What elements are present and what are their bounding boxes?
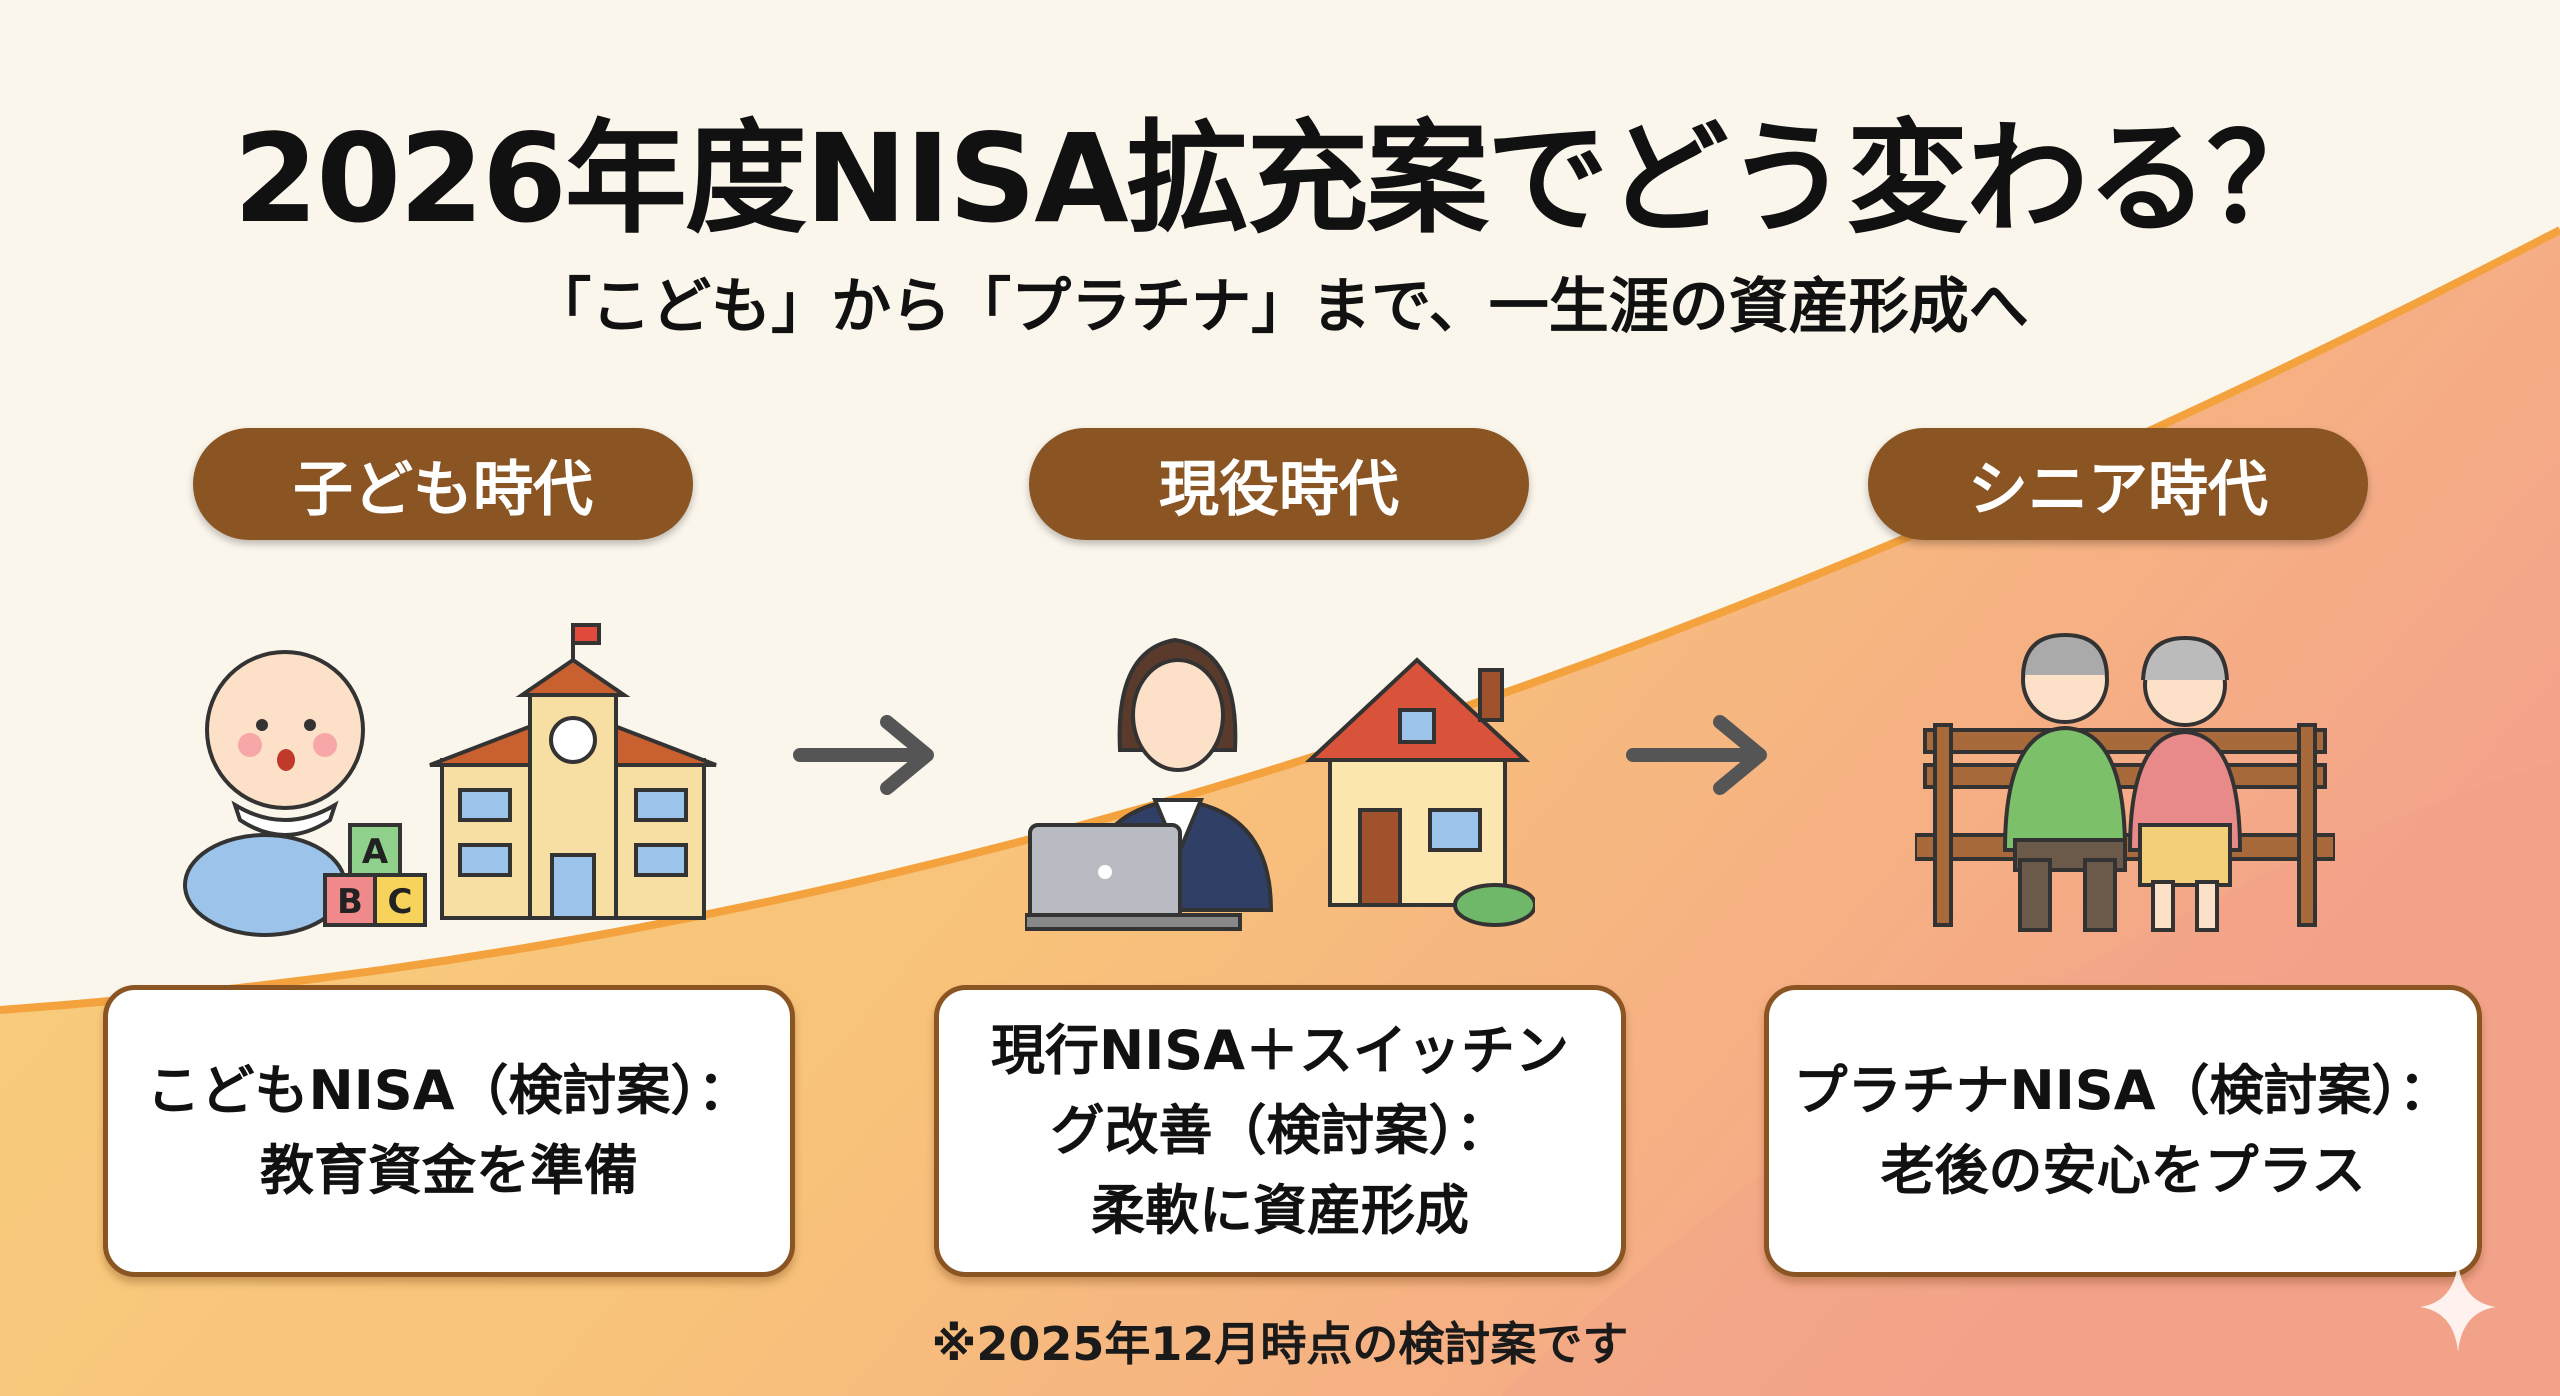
- sparkle-icon: [2420, 1262, 2496, 1352]
- stage-card-child: こどもNISA（検討案）： 教育資金を準備: [103, 985, 795, 1277]
- svg-text:C: C: [388, 882, 413, 922]
- abc-blocks-icon: A B C: [323, 823, 427, 927]
- arrow-right-icon: [1626, 715, 1767, 795]
- stage-label-working: 現役時代: [1029, 428, 1529, 540]
- card-text: プラチナNISA（検討案）：: [1793, 1059, 2453, 1122]
- card-text: グ改善（検討案）：: [1050, 1099, 1510, 1162]
- card-text: 現行NISA＋スイッチン: [991, 1019, 1569, 1082]
- house-icon: [1304, 657, 1535, 927]
- grandmother-icon: [2127, 635, 2243, 932]
- stage-card-senior: プラチナNISA（検討案）： 老後の安心をプラス: [1764, 985, 2482, 1277]
- stage-label-child: 子ども時代: [193, 428, 693, 540]
- stage-label-senior: シニア時代: [1868, 428, 2368, 540]
- card-text: 柔軟に資産形成: [1091, 1179, 1469, 1242]
- page-title: 2026年度NISA拡充案でどう変わる？: [233, 108, 2328, 250]
- svg-text:A: A: [362, 832, 389, 872]
- card-text: こどもNISA（検討案）：: [146, 1059, 752, 1122]
- card-text: 教育資金を準備: [260, 1139, 638, 1202]
- baby-icon: [183, 650, 365, 937]
- baby-school-illustration: A B C: [183, 623, 717, 937]
- stage-card-working: 現行NISA＋スイッチン グ改善（検討案）： 柔軟に資産形成: [934, 985, 1626, 1277]
- card-text: 老後の安心をプラス: [1880, 1139, 2366, 1202]
- office-worker-icon: [1025, 637, 1274, 931]
- page-subtitle: 「こども」から「プラチナ」まで、一生涯の資産形成へ: [531, 272, 2029, 342]
- school-building-icon: [429, 623, 717, 920]
- footnote: ※2025年12月時点の検討案です: [931, 1317, 1629, 1371]
- svg-text:B: B: [337, 882, 363, 922]
- grandfather-icon: [2002, 632, 2128, 932]
- senior-couple-bench-illustration: [1915, 632, 2335, 932]
- arrow-right-icon: [793, 715, 934, 795]
- worker-house-illustration: [1025, 637, 1535, 931]
